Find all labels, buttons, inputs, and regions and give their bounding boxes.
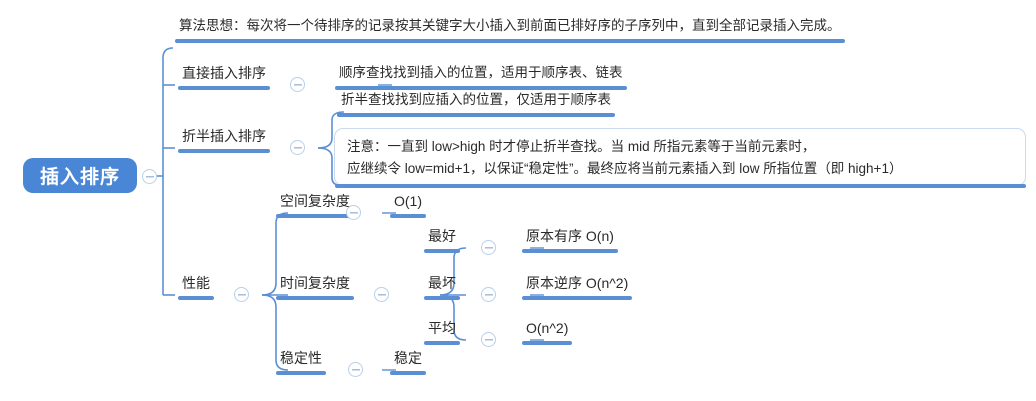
topic-time-complexity[interactable]: 时间复杂度	[276, 273, 354, 301]
topic-best-case-value-label: 原本有序 O(n)	[526, 228, 614, 244]
topic-underline-bar	[175, 38, 845, 43]
collapse-toggle-direct-insertion-sort[interactable]	[290, 77, 305, 92]
topic-average-case[interactable]: 平均	[424, 318, 460, 346]
topic-best-case[interactable]: 最好	[424, 226, 460, 254]
collapse-toggle-time-complexity[interactable]	[374, 287, 389, 302]
topic-binary-insertion-sort-label: 折半插入排序	[182, 128, 266, 144]
topic-stability-value[interactable]: 稳定	[390, 348, 426, 376]
collapse-toggle-average-case[interactable]	[481, 332, 496, 347]
topic-underline-bar	[390, 214, 426, 219]
topic-direct-insertion-sort[interactable]: 直接插入排序	[178, 63, 270, 91]
topic-binary-insertion-detail[interactable]: 折半查找找到应插入的位置，仅适用于顺序表	[337, 90, 615, 117]
root-node-label: 插入排序	[39, 167, 120, 188]
topic-algorithm-idea[interactable]: 算法思想：每次将一个待排序的记录按其关键字大小插入到前面已排好序的子序列中，直到…	[175, 16, 845, 43]
topic-space-complexity[interactable]: 空间复杂度	[276, 191, 354, 219]
topic-underline-bar	[335, 85, 627, 90]
topic-underline-bar	[424, 296, 460, 301]
collapse-toggle-root[interactable]	[142, 169, 157, 184]
topic-space-complexity-value-label: O(1)	[394, 193, 422, 209]
topic-underline-bar	[276, 214, 354, 219]
topic-direct-insertion-sort-label: 直接插入排序	[182, 65, 266, 81]
topic-space-complexity-value[interactable]: O(1)	[390, 191, 426, 219]
topic-worst-case[interactable]: 最坏	[424, 273, 460, 301]
topic-worst-case-value[interactable]: 原本逆序 O(n^2)	[522, 273, 633, 301]
collapse-toggle-performance[interactable]	[234, 287, 249, 302]
collapse-toggle-stability[interactable]	[348, 362, 363, 377]
topic-underline-bar	[390, 371, 426, 376]
topic-best-case-value[interactable]: 原本有序 O(n)	[522, 226, 618, 254]
topic-underline-bar	[424, 341, 460, 346]
topic-time-complexity-label: 时间复杂度	[280, 275, 350, 291]
note-line-1: 注意：一直到 low>high 时才停止折半查找。当 mid 所指元素等于当前元…	[347, 139, 816, 154]
topic-underline-bar	[522, 249, 618, 254]
topic-average-case-label: 平均	[428, 320, 456, 336]
topic-worst-case-label: 最坏	[428, 275, 456, 291]
topic-worst-case-value-label: 原本逆序 O(n^2)	[526, 275, 629, 291]
topic-underline-bar	[276, 371, 326, 376]
topic-stability-value-label: 稳定	[394, 350, 422, 366]
topic-underline-bar	[522, 341, 573, 346]
note-line-2: 应继续令 low=mid+1，以保证“稳定性”。最终应将当前元素插入到 low …	[347, 160, 903, 176]
topic-average-case-value-label: O(n^2)	[526, 320, 569, 336]
topic-binary-insertion-detail-label: 折半查找找到应插入的位置，仅适用于顺序表	[341, 92, 611, 107]
topic-binary-insertion-sort[interactable]: 折半插入排序	[178, 126, 270, 154]
collapse-toggle-best-case[interactable]	[481, 240, 496, 255]
collapse-toggle-worst-case[interactable]	[481, 287, 496, 302]
topic-average-case-value[interactable]: O(n^2)	[522, 318, 573, 346]
topic-algorithm-idea-label: 算法思想：每次将一个待排序的记录按其关键字大小插入到前面已排好序的子序列中，直到…	[179, 18, 841, 33]
topic-direct-insertion-detail-label: 顺序查找找到插入的位置，适用于顺序表、链表	[339, 65, 623, 80]
topic-performance-label: 性能	[182, 275, 210, 291]
topic-underline-bar	[424, 249, 460, 254]
topic-stability[interactable]: 稳定性	[276, 348, 326, 376]
topic-underline-bar	[178, 149, 270, 154]
topic-underline-bar	[178, 296, 214, 301]
topic-stability-label: 稳定性	[280, 350, 322, 366]
topic-best-case-label: 最好	[428, 228, 456, 244]
collapse-toggle-binary-insertion-sort[interactable]	[290, 140, 305, 155]
topic-performance[interactable]: 性能	[178, 273, 214, 301]
topic-direct-insertion-detail[interactable]: 顺序查找找到插入的位置，适用于顺序表、链表	[335, 63, 627, 90]
topic-underline-bar	[276, 296, 354, 301]
topic-underline-bar	[335, 184, 1026, 189]
topic-underline-bar	[522, 296, 633, 301]
topic-underline-bar	[337, 112, 615, 117]
collapse-toggle-space-complexity[interactable]	[346, 205, 361, 220]
root-node[interactable]: 插入排序	[23, 158, 137, 193]
topic-underline-bar	[178, 86, 270, 91]
topic-space-complexity-label: 空间复杂度	[280, 193, 350, 209]
topic-binary-insertion-note[interactable]: 注意：一直到 low>high 时才停止折半查找。当 mid 所指元素等于当前元…	[334, 128, 1026, 189]
